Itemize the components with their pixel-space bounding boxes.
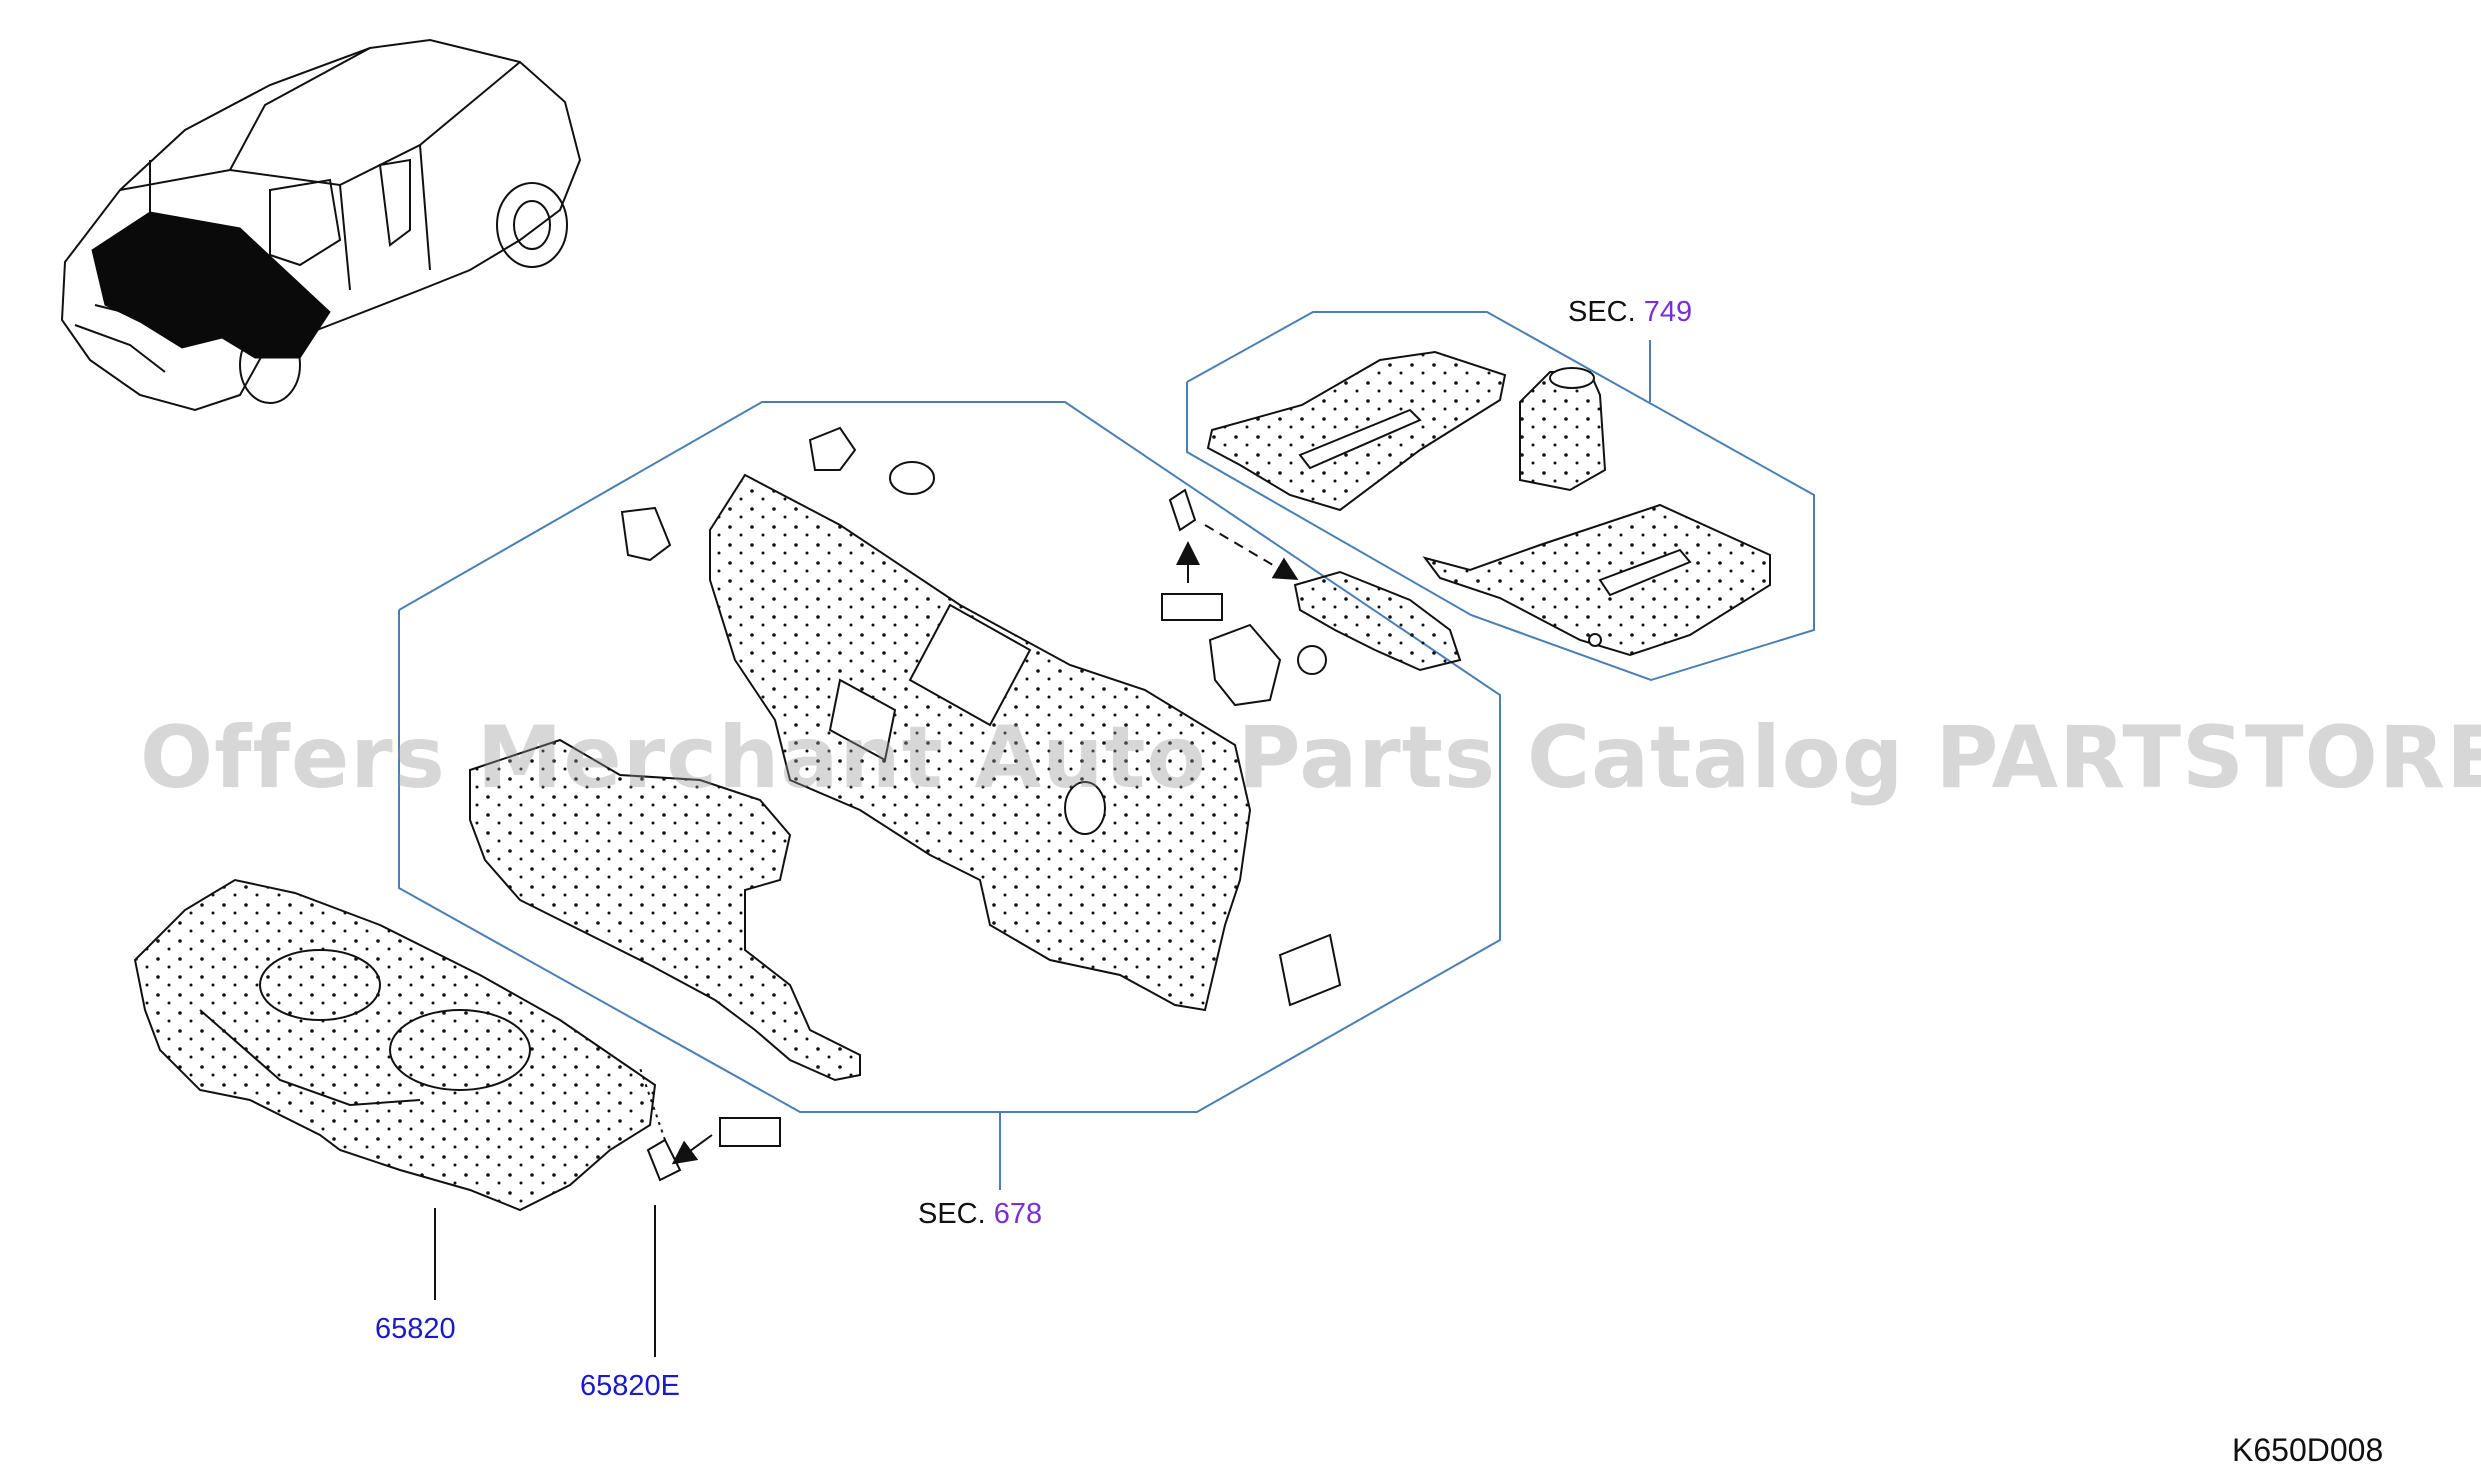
section-749-label[interactable]: SEC. 749: [1568, 298, 1692, 327]
arrow-dashed: [1204, 524, 1299, 581]
section-749-outline: [1186, 311, 1815, 682]
dash-insulator-lower: [469, 738, 861, 1082]
hood-insulator-highlight: [91, 211, 331, 359]
dash-insulator: [709, 473, 1252, 1012]
section-678-outline: [398, 401, 1501, 1113]
part-65820E-link[interactable]: 65820E: [580, 1370, 680, 1402]
section-749-number[interactable]: 749: [1643, 296, 1693, 328]
section-749-prefix: SEC.: [1568, 296, 1636, 328]
part-65820-link[interactable]: 65820: [375, 1313, 456, 1345]
section-678-prefix: SEC.: [918, 1198, 986, 1230]
callout-box-upper: [1161, 593, 1223, 621]
hood-insulator: [133, 878, 657, 1212]
arrow-clip: [671, 1134, 713, 1165]
diagram-code: K650D008: [2232, 1432, 2384, 1468]
floor-insulator-front: [1206, 350, 1607, 512]
section-678-number[interactable]: 678: [993, 1198, 1043, 1230]
clips-and-fasteners: [620, 426, 1462, 1182]
floor-insulator-rear: [1422, 503, 1771, 657]
section-678-label[interactable]: SEC. 678: [918, 1200, 1042, 1229]
callout-box-lower: [719, 1117, 781, 1147]
